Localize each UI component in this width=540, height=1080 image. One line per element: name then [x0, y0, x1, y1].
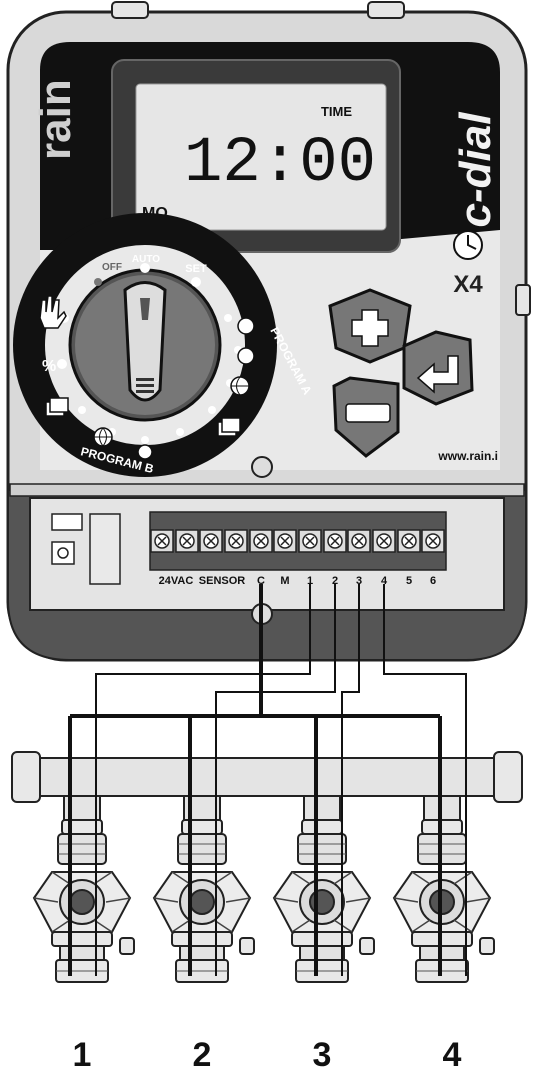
- terminal-screw: [347, 529, 371, 553]
- terminal-screw: [150, 529, 174, 553]
- enter-button[interactable]: [402, 330, 474, 406]
- calendar-icon: [217, 417, 241, 437]
- terminal-screw: [249, 529, 273, 553]
- reset-button[interactable]: [51, 541, 75, 565]
- manifold-pipe: [11, 751, 523, 821]
- terminal-screw: [372, 529, 396, 553]
- zone-wire-1: [95, 584, 311, 976]
- terminal-compartment: [9, 483, 525, 611]
- dial-auto-label: AUTO: [132, 254, 160, 265]
- cover-screw: [251, 456, 273, 478]
- terminal-label-4: 4: [381, 575, 388, 587]
- terminal-labels: 24VAC SENSOR C M 1 2 3 4 5 6: [159, 575, 436, 587]
- minus-icon: [345, 403, 391, 423]
- terminal-label-3: 3: [356, 575, 362, 587]
- terminal-screw: [224, 529, 248, 553]
- valve-label-2: 2: [193, 1036, 212, 1074]
- dial-off-label: OFF: [102, 262, 122, 273]
- zone-wire-2: [215, 584, 336, 976]
- zone-wire-4: [383, 584, 467, 976]
- dial-percent-label: %: [42, 358, 56, 375]
- lcd-display: TIME 12:00 MO: [111, 59, 401, 253]
- terminal-screw: [323, 529, 347, 553]
- model-name: c-dial: [451, 112, 500, 228]
- terminal-label-5: 5: [406, 575, 412, 587]
- hand-icon: [39, 295, 67, 329]
- terminal-label-6: 6: [430, 575, 436, 587]
- terminal-screw: [175, 529, 199, 553]
- plus-button[interactable]: [328, 288, 412, 364]
- terminal-label-24vac: 24VAC: [159, 575, 194, 587]
- lcd-time: 12:00: [184, 128, 376, 200]
- terminal-label-sensor: SENSOR: [199, 575, 246, 587]
- valve-3: [273, 819, 375, 983]
- calendar-icon: [45, 397, 69, 417]
- plus-icon: [351, 309, 389, 347]
- terminal-screw: [273, 529, 297, 553]
- terminal-screw: [397, 529, 421, 553]
- valve-label-4: 4: [443, 1036, 462, 1074]
- clock-icon: [453, 230, 483, 260]
- model-code: X4: [453, 271, 483, 298]
- clock-icon: [137, 317, 255, 460]
- terminal-label-m: M: [280, 575, 289, 587]
- terminal-label-1: 1: [307, 575, 313, 587]
- terminal-label-c: C: [257, 575, 265, 587]
- globe-icon: [230, 376, 250, 396]
- enter-icon: [416, 355, 459, 394]
- minus-button[interactable]: [332, 376, 400, 458]
- valve-2: [153, 819, 255, 983]
- brand-logo: rain: [31, 79, 80, 160]
- terminal-screw: [199, 529, 223, 553]
- terminal-screw: [298, 529, 322, 553]
- dial-set-label: SET: [185, 263, 207, 275]
- valve-label-1: 1: [73, 1036, 92, 1074]
- valve-4: [393, 819, 495, 983]
- terminal-screw: [421, 529, 445, 553]
- valve-label-3: 3: [313, 1036, 332, 1074]
- dial-position-dots: [57, 263, 242, 444]
- zone-wire-3: [341, 584, 360, 976]
- valve-1: [33, 819, 135, 983]
- terminal-label-2: 2: [332, 575, 338, 587]
- globe-icon: [93, 427, 113, 447]
- website-label: www.rain.i: [437, 449, 498, 463]
- wiring: [68, 584, 467, 976]
- lcd-time-label: TIME: [321, 104, 352, 119]
